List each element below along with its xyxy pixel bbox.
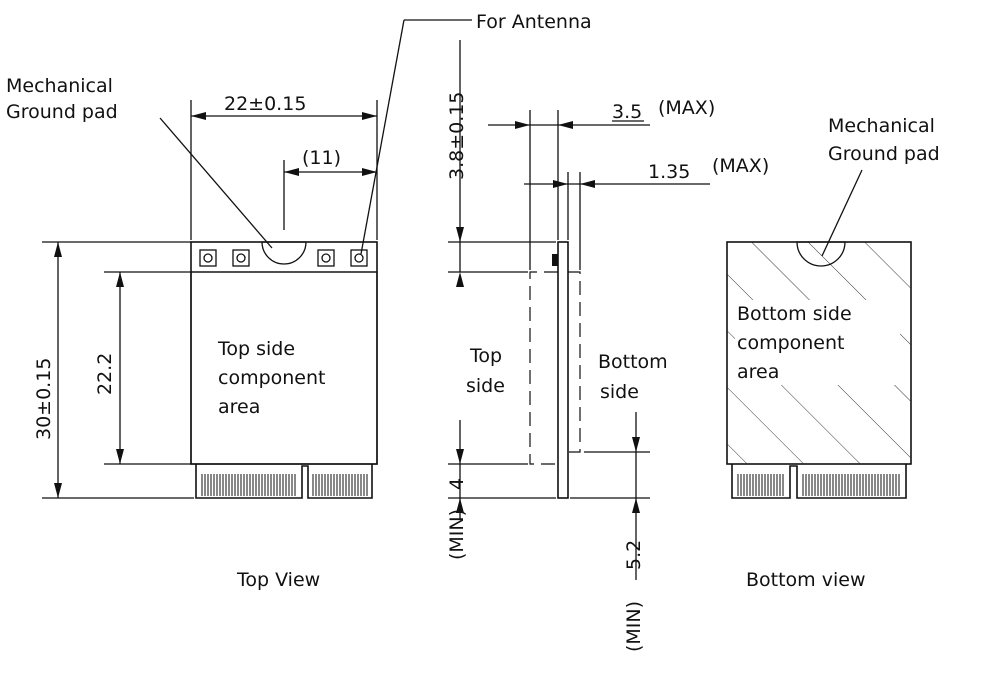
bottom-area-label-line1: Bottom side [737,303,852,325]
top-view-edge-connector [196,464,372,498]
bottom-view: Bottom side component area Mechanical Gr… [727,115,940,591]
edge-top-dimension-label: 4 [446,478,468,490]
bottom-area-label-line2: component [737,332,845,354]
connector-2 [233,250,249,266]
bottom-view-edge-connector [732,464,906,498]
bottom-mech-ground-label-line2: Ground pad [828,143,940,165]
length-dimension-label: 30±0.15 [33,358,55,440]
edge-bottom-dimension-note: (MIN) [623,601,645,652]
max-thickness-label: 3.5 [612,101,642,123]
pcb-thickness-note: (MAX) [712,155,769,177]
bottom-mech-ground-label-line1: Mechanical [828,115,935,137]
side-view-pcb [558,242,568,498]
bottom-side-volume [568,272,580,452]
top-side-volume [530,272,558,464]
top-area-label-line2: component [218,367,326,389]
top-mech-ground-leader [160,118,272,248]
max-thickness-note: (MAX) [658,97,715,119]
side-view-connector-bump [552,254,558,266]
top-mechanical-ground-pad [262,242,306,264]
for-antenna-leader [361,20,404,254]
top-margin-dimension-label: 3.8±0.15 [446,92,468,180]
top-view-dimensions: 22±0.15 (11) 30±0.15 22.2 Mechanical Gro… [6,11,592,498]
component-length-dimension-label: 22.2 [94,353,116,395]
for-antenna-label: For Antenna [476,11,592,33]
top-side-label-line2: side [466,375,505,397]
half-width-dimension-label: (11) [302,147,341,169]
top-view: Top side component area Top View [191,242,377,591]
connector-1 [200,250,216,266]
top-mech-ground-label-line1: Mechanical [6,75,113,97]
top-mech-ground-label-line2: Ground pad [6,101,118,123]
edge-bottom-dimension-label: 5.2 [623,540,645,570]
bottom-area-label-line3: area [737,361,779,383]
bottom-side-label-line2: side [600,381,639,403]
bottom-view-caption: Bottom view [746,569,865,591]
connector-4 [351,250,367,266]
top-area-label-line3: area [218,396,260,418]
pcb-thickness-label: 1.35 [648,161,690,183]
top-view-caption: Top View [236,569,320,591]
top-area-label-line1: Top side [217,338,295,360]
connector-3 [318,250,334,266]
top-side-label-line1: Top [469,345,502,367]
edge-top-dimension-note: (MIN) [446,509,468,560]
side-view: Top side Bottom side [466,242,668,498]
width-dimension-label: 22±0.15 [224,93,306,115]
bottom-side-label-line1: Bottom [598,351,668,373]
